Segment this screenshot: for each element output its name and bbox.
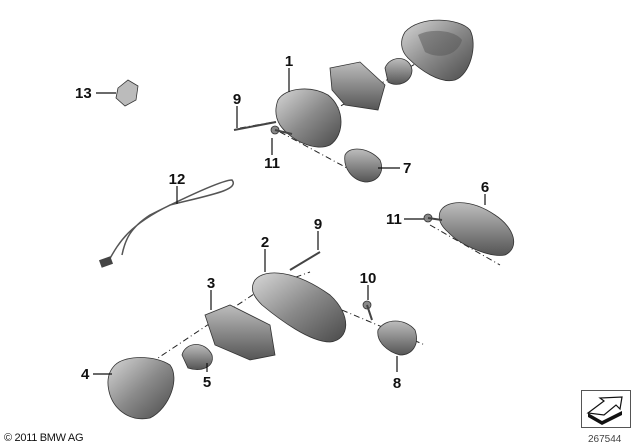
callout-9: 9 xyxy=(314,216,322,233)
callout-10: 10 xyxy=(360,270,377,287)
callout-12: 12 xyxy=(169,171,186,188)
reflector-upper xyxy=(329,61,386,111)
callout-11: 11 xyxy=(386,211,402,228)
screw-9-lower xyxy=(289,251,321,271)
cable-12 xyxy=(98,179,235,268)
screw-11-right xyxy=(423,213,443,223)
callout-3: 3 xyxy=(207,275,215,292)
callout-4: 4 xyxy=(81,366,90,383)
callout-2: 2 xyxy=(261,234,269,251)
mount-8 xyxy=(377,320,417,356)
callout-8: 8 xyxy=(393,375,401,392)
callout-7: 7 xyxy=(403,160,411,177)
callout-5: 5 xyxy=(203,374,211,391)
callout-6: 6 xyxy=(481,179,489,196)
screw-10 xyxy=(362,300,373,321)
mount-6 xyxy=(438,202,515,256)
arrow-navigation-icon[interactable] xyxy=(581,390,631,428)
callout-1: 1 xyxy=(285,53,293,70)
diagram-number: 267544 xyxy=(588,434,622,445)
bulb-5 xyxy=(181,344,213,370)
lens-4 xyxy=(107,357,175,420)
clip-13 xyxy=(115,79,139,107)
lens-upper xyxy=(401,19,474,82)
bulb-upper xyxy=(384,58,413,85)
housing-1 xyxy=(275,88,342,148)
callout-9: 9 xyxy=(233,91,241,108)
housing-2 xyxy=(251,272,347,343)
screw-11-upper xyxy=(270,125,293,135)
mount-7 xyxy=(344,148,382,183)
reflector-3 xyxy=(204,304,276,361)
assembly-line xyxy=(279,131,361,176)
callout-13: 13 xyxy=(75,85,92,102)
copyright-text: © 2011 BMW AG xyxy=(4,432,84,444)
assembly-line xyxy=(329,304,426,346)
callout-11: 11 xyxy=(264,155,280,172)
screw-9-upper xyxy=(233,121,277,131)
